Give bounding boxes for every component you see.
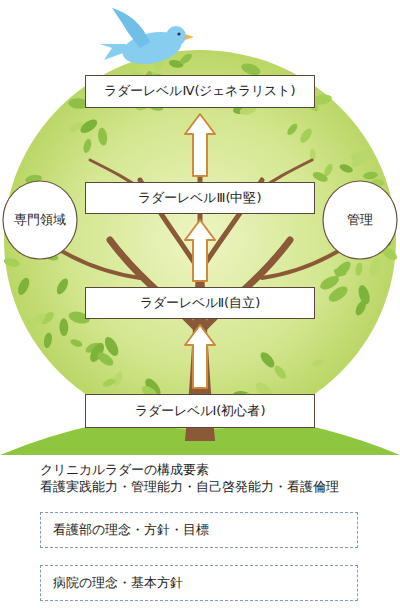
- leaf-shape: [363, 171, 379, 180]
- ellipse-shape: [3, 181, 77, 259]
- leaf-shape: [272, 364, 288, 381]
- domain-ellipse: 管理: [322, 180, 398, 260]
- leaf-shape: [54, 277, 70, 296]
- leaf-shape: [27, 311, 48, 330]
- leaf-shape: [69, 338, 83, 349]
- leaf-shape: [298, 127, 314, 145]
- leaf-shape: [332, 259, 353, 280]
- leaf-shape: [311, 358, 325, 368]
- block-arrow: [185, 220, 215, 281]
- leaf-shape: [95, 350, 115, 368]
- node-text: ラダーレベルⅠ(初心者): [135, 403, 266, 419]
- leaf-shape: [43, 332, 53, 349]
- leaf-shape: [78, 117, 99, 136]
- leaf-shape: [82, 138, 93, 154]
- block-arrow: [185, 325, 215, 388]
- node-text: 病院の理念・基本方針: [53, 575, 183, 591]
- leaf-shape: [3, 256, 21, 268]
- principle-box: 病院の理念・基本方針: [40, 565, 358, 601]
- principle-box: 看護部の理念・方針・目標: [40, 512, 358, 548]
- node-text: ラダーレベルⅣ(ジェネラリスト): [104, 83, 295, 99]
- block-arrow: [185, 114, 215, 176]
- leaf-shape: [258, 350, 277, 370]
- ladder-level-box: ラダーレベルⅣ(ジェネラリスト): [85, 75, 315, 108]
- ladder-level-box: ラダーレベルⅢ(中堅): [85, 182, 315, 214]
- leaf-shape: [59, 318, 68, 336]
- ellipse-shape: [323, 181, 397, 259]
- leaf-shape: [368, 256, 383, 277]
- leaf-shape: [112, 371, 124, 387]
- leaf-shape: [354, 262, 363, 276]
- leaf-shape: [16, 276, 32, 296]
- leaf-shape: [97, 127, 108, 146]
- leaf-shape: [285, 122, 299, 137]
- leaf-shape: [178, 52, 193, 66]
- note-text: 看護実践能力・管理能力・自己啓発能力・看護倫理: [40, 479, 339, 495]
- bird-illustration: [100, 8, 194, 69]
- leaf-shape: [349, 152, 367, 169]
- domain-ellipse: 専門領域: [2, 180, 78, 260]
- node-text: ラダーレベルⅡ(自立): [140, 295, 261, 311]
- node-text: 看護部の理念・方針・目標: [53, 522, 209, 538]
- note-text: クリニカルラダーの構成要素: [40, 462, 209, 478]
- node-text: ラダーレベルⅢ(中堅): [138, 190, 261, 206]
- leaf-shape: [102, 377, 117, 388]
- tree-trunk: [60, 150, 340, 440]
- ladder-level-box: ラダーレベルⅡ(自立): [85, 287, 315, 319]
- leaf-shape: [354, 299, 369, 317]
- node-text: 専門領域: [14, 212, 66, 228]
- node-text: 管理: [347, 212, 373, 228]
- ladder-level-box: ラダーレベルⅠ(初心者): [85, 394, 315, 428]
